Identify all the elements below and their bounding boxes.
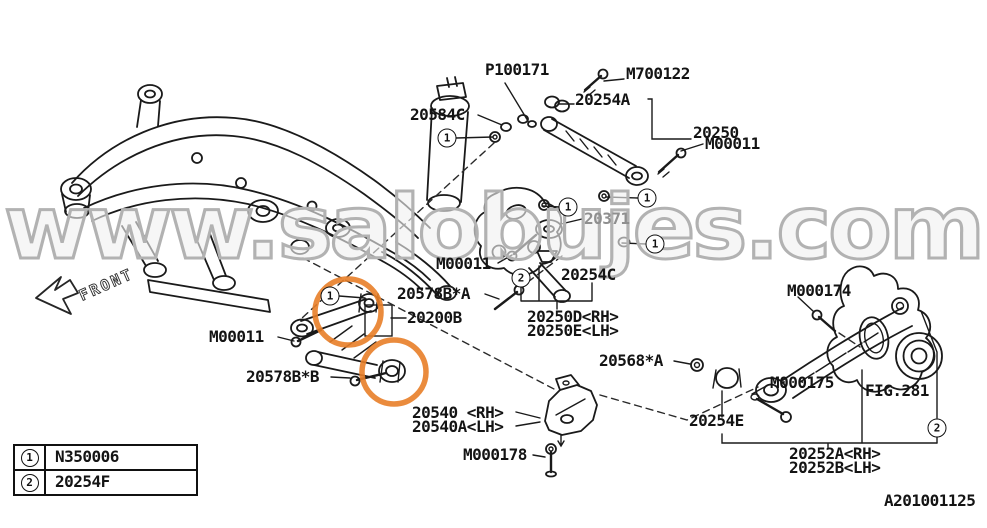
rear-subframe-art bbox=[60, 76, 470, 313]
highlight-circle-upper-bushing bbox=[312, 276, 384, 348]
legend-table: 1 N350006 2 20254F bbox=[13, 444, 198, 496]
trailing-arm-knuckle-hub-art bbox=[690, 265, 943, 403]
highlight-circle-lower-bushing bbox=[359, 337, 429, 407]
front-arrow-icon bbox=[35, 276, 79, 315]
leader-lines bbox=[277, 78, 938, 458]
bracket-20540-art bbox=[544, 374, 598, 448]
upper-lateral-link-art bbox=[489, 95, 649, 186]
legend-marker-2: 2 bbox=[20, 473, 39, 492]
legend-part-number: N350006 bbox=[55, 447, 119, 466]
legend-row: 1 N350006 bbox=[15, 446, 196, 469]
legend-row: 2 20254F bbox=[15, 469, 196, 494]
watermark-text: www.salobujes.com bbox=[4, 176, 982, 279]
legend-marker-cell: 1 bbox=[15, 446, 46, 469]
legend-part-number: 20254F bbox=[55, 472, 110, 491]
legend-marker-cell: 2 bbox=[15, 471, 46, 494]
legend-marker-1: 1 bbox=[20, 448, 39, 467]
drawing-number: A201001125 bbox=[884, 491, 976, 510]
